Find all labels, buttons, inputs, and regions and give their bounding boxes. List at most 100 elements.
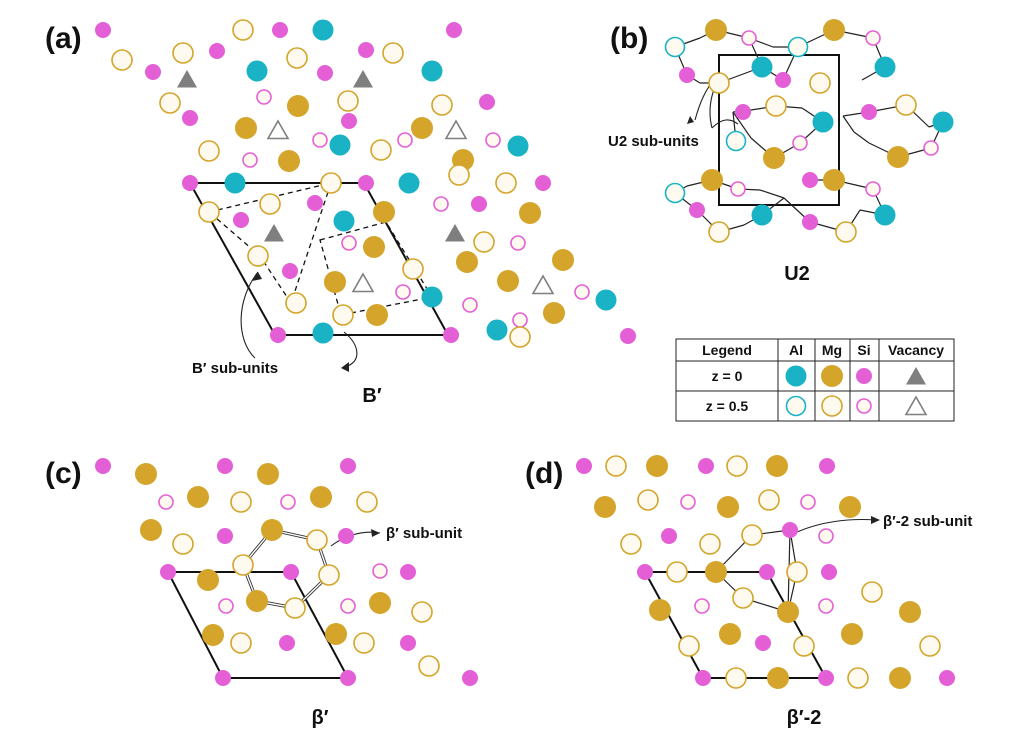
mg-z05-atom <box>402 258 424 280</box>
vacancy-z0-marker <box>445 224 465 242</box>
mg-z05-atom <box>919 635 941 657</box>
mg-z05-atom <box>758 489 780 511</box>
u2-annotation: U2 sub-units <box>608 133 699 150</box>
mg-z05-atom <box>337 90 359 112</box>
b-prime-sub-unit-1 <box>207 182 332 305</box>
si-z05-atom <box>792 135 808 151</box>
mg-z0-atom <box>552 249 574 271</box>
vacancy-z0-marker <box>264 224 284 242</box>
si-z0-atom <box>782 522 798 538</box>
mg-z0-atom <box>363 236 385 258</box>
si-z0-atom <box>182 175 198 191</box>
legend-table: Legend Al Mg Si Vacancy z = 0 z = 0.5 <box>675 338 955 422</box>
mg-z05-atom <box>448 164 470 186</box>
u2-annotation-arrowhead-1 <box>687 116 694 124</box>
al-z05-atom <box>664 36 686 58</box>
mg-z05-atom <box>230 491 252 513</box>
vacancy-z0-marker <box>177 70 197 88</box>
mg-z05-atom <box>198 201 220 223</box>
mg-z0-atom <box>310 486 332 508</box>
mg-z05-atom <box>320 172 342 194</box>
beta-prime-2-annotation: β′-2 sub-unit <box>883 513 972 530</box>
si-z0-atom <box>182 110 198 126</box>
mg-z05-atom <box>370 139 392 161</box>
mg-z0-atom <box>821 365 843 387</box>
mg-z05-atom <box>159 92 181 114</box>
beta-prime-2-title: β′-2 <box>787 707 822 729</box>
mg-z05-atom <box>708 72 730 94</box>
mg-z05-atom <box>382 42 404 64</box>
mg-z05-atom <box>861 581 883 603</box>
mg-z0-atom <box>646 455 668 477</box>
si-z05-atom <box>397 132 413 148</box>
mg-z0-atom <box>841 623 863 645</box>
si-z05-atom <box>574 284 590 300</box>
si-z0-atom <box>759 564 775 580</box>
mg-z0-atom <box>278 150 300 172</box>
al-z0-atom <box>312 19 334 41</box>
mg-z05-atom <box>786 561 808 583</box>
panel-b-label: (b) <box>610 22 648 55</box>
si-z0-atom <box>818 670 834 686</box>
al-z05-atom <box>787 36 809 58</box>
al-z0-atom <box>751 204 773 226</box>
beta-prime-2-annotation-arrow <box>796 518 877 533</box>
si-z0-atom <box>279 635 295 651</box>
si-z0-atom <box>576 458 592 474</box>
al-z0-atom <box>507 135 529 157</box>
mg-z0-atom <box>411 117 433 139</box>
si-z0-atom <box>400 564 416 580</box>
mg-z05-atom <box>306 529 328 551</box>
si-z0-atom <box>217 528 233 544</box>
si-z0-atom <box>95 458 111 474</box>
si-z0-atom <box>145 64 161 80</box>
si-z0-atom <box>338 528 354 544</box>
si-z0-atom <box>340 670 356 686</box>
al-z0-atom <box>246 60 268 82</box>
u2-bond <box>842 115 855 133</box>
al-z0-atom <box>312 322 334 344</box>
si-z0-atom <box>802 214 818 230</box>
mg-z0-atom <box>257 463 279 485</box>
si-z0-atom <box>317 65 333 81</box>
mg-z05-atom <box>678 635 700 657</box>
vacancy-z0-marker <box>906 367 926 385</box>
mg-z0-atom <box>649 599 671 621</box>
u2-bond <box>853 131 870 144</box>
b-prime-annotation-arrowhead-2 <box>341 362 349 372</box>
si-z0-atom <box>341 113 357 129</box>
mg-z05-atom <box>765 95 787 117</box>
al-z0-atom <box>421 286 443 308</box>
mg-z05-atom <box>418 655 440 677</box>
si-z0-atom <box>282 263 298 279</box>
mg-z05-atom <box>605 455 627 477</box>
al-z05-atom <box>785 395 807 417</box>
b-prime-annotation-arrow-1 <box>240 271 259 359</box>
si-z05-atom <box>856 398 872 414</box>
mg-z0-atom <box>497 270 519 292</box>
mg-z05-atom <box>318 564 340 586</box>
mg-z05-atom <box>708 221 730 243</box>
mg-z05-atom <box>411 601 433 623</box>
mg-z0-atom <box>594 496 616 518</box>
mg-z05-atom <box>230 632 252 654</box>
legend-col-vacancy: Vacancy <box>888 342 944 358</box>
si-z0-atom <box>689 202 705 218</box>
si-z05-atom <box>372 563 388 579</box>
panel-a-label: (a) <box>45 22 82 55</box>
vacancy-z0-marker <box>353 70 373 88</box>
si-z0-atom <box>160 564 176 580</box>
si-z05-atom <box>485 132 501 148</box>
legend-col-al: Al <box>789 342 803 358</box>
mg-z0-atom <box>366 304 388 326</box>
mg-z05-atom <box>895 94 917 116</box>
u2-bonds <box>674 29 944 233</box>
si-z05-atom <box>341 235 357 251</box>
mg-z0-atom <box>261 519 283 541</box>
si-z05-atom <box>395 284 411 300</box>
si-z05-atom <box>433 196 449 212</box>
mg-z05-atom <box>356 491 378 513</box>
al-z0-atom <box>874 204 896 226</box>
al-z05-atom <box>664 182 686 204</box>
